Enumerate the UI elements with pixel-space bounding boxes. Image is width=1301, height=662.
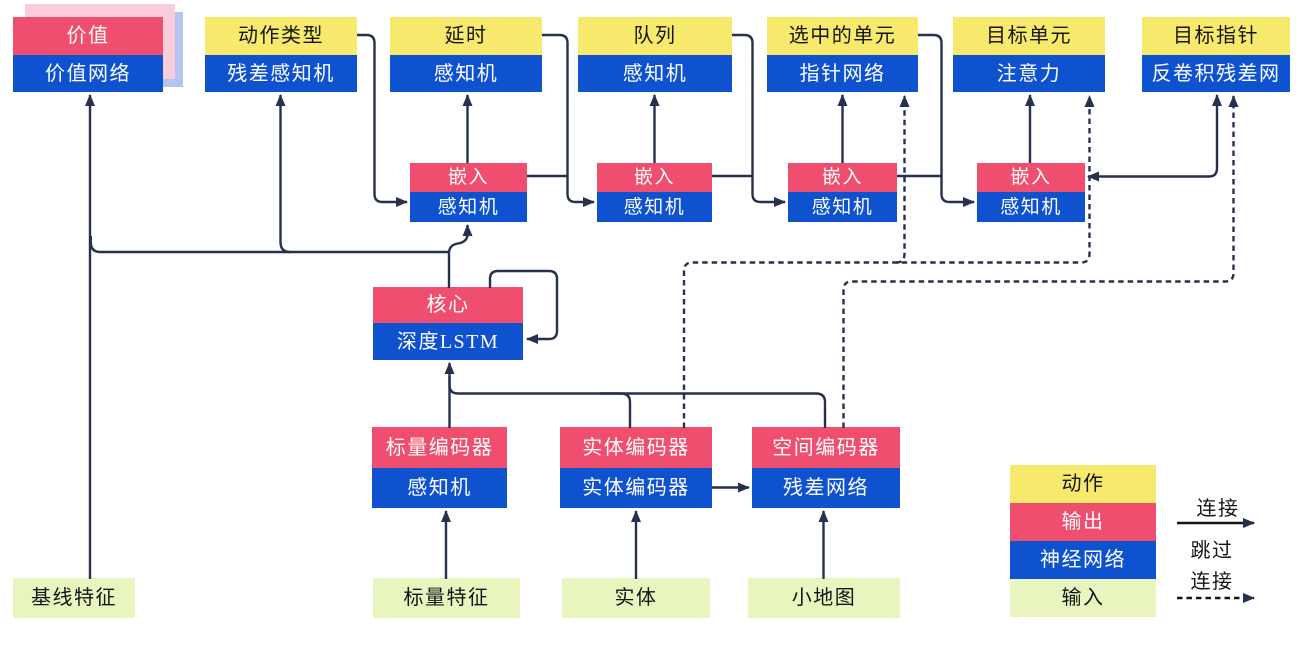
node-embed-4: 嵌入 感知机 [977,163,1085,222]
embed-2-output-label: 嵌入 [597,163,712,192]
node-scalar-features: 标量特征 [373,578,520,618]
node-entity-encoder: 实体编码器 实体编码器 [560,427,712,508]
core-network-label: 深度LSTM [373,323,523,360]
legend-connection-label: 连接 [1196,498,1240,520]
node-selected-units: 选中的单元 指针网络 [767,17,918,92]
node-core: 核心 深度LSTM [373,287,523,360]
spatial-encoder-output-label: 空间编码器 [752,427,900,468]
node-delay: 延时 感知机 [390,17,542,92]
node-spatial-encoder: 空间编码器 残差网络 [752,427,900,508]
node-baseline-features: 基线特征 [13,578,135,618]
node-target-unit: 目标单元 注意力 [953,17,1105,92]
skip-branch-to-selected-units [895,95,910,264]
node-queue: 队列 感知机 [578,17,732,92]
spatial-encoder-network-label: 残差网络 [752,468,900,508]
skip-entity-encoder-to-target-unit [682,95,1095,428]
legend-network-label: 神经网络 [1010,541,1156,579]
scalar-encoder-output-label: 标量编码器 [372,427,507,468]
edge-core-branch-left [89,236,449,254]
legend-output-label: 输出 [1010,503,1156,541]
node-minimap: 小地图 [748,578,900,618]
node-value: 价值 价值网络 [13,17,163,92]
delay-network-label: 感知机 [390,55,542,92]
minimap-label: 小地图 [748,578,900,618]
core-output-label: 核心 [373,287,523,323]
target-unit-network-label: 注意力 [953,55,1105,92]
embed-4-output-label: 嵌入 [977,163,1085,192]
node-entities: 实体 [562,578,710,618]
node-embed-2: 嵌入 感知机 [597,163,712,222]
node-scalar-encoder: 标量编码器 感知机 [372,427,507,508]
queue-network-label: 感知机 [578,55,732,92]
target-point-action-label: 目标指针 [1142,17,1290,55]
baseline-features-label: 基线特征 [13,578,135,618]
legend-input-label: 输入 [1010,579,1156,617]
entity-encoder-network-label: 实体编码器 [560,468,712,508]
entities-label: 实体 [562,578,710,618]
edge-entity-encoder-merge [600,392,632,428]
delay-action-label: 延时 [390,17,542,55]
target-unit-action-label: 目标单元 [953,17,1105,55]
action-type-action-label: 动作类型 [205,17,357,55]
edge-core-to-embed-1 [447,224,473,288]
value-output-label: 价值 [13,17,163,55]
scalar-encoder-network-label: 感知机 [372,468,507,508]
node-target-point: 目标指针 反卷积残差网 [1142,17,1290,92]
node-action-type: 动作类型 残差感知机 [205,17,357,92]
action-type-network-label: 残差感知机 [205,55,357,92]
selected-units-action-label: 选中的单元 [767,17,918,55]
legend-skip-label-line2: 连接 [1190,571,1234,593]
embed-4-network-label: 感知机 [977,192,1085,222]
value-network-label: 价值网络 [13,55,163,92]
edge-embed-4-target-point-link [1087,94,1222,182]
selected-units-network-label: 指针网络 [767,55,918,92]
edge-core-to-action-type [275,94,291,254]
legend-color-key: 动作 输出 神经网络 输入 [1010,465,1156,617]
embed-3-network-label: 感知机 [788,192,897,222]
skip-spatial-encoder-to-target-point [842,95,1239,428]
legend-action-label: 动作 [1010,465,1156,503]
node-embed-1: 嵌入 感知机 [410,163,527,222]
embed-1-network-label: 感知机 [410,192,527,222]
embed-2-network-label: 感知机 [597,192,712,222]
embed-3-output-label: 嵌入 [788,163,897,192]
embed-1-output-label: 嵌入 [410,163,527,192]
queue-action-label: 队列 [578,17,732,55]
scalar-features-label: 标量特征 [373,578,520,618]
edge-spatial-encoder-merge [448,376,827,428]
entity-encoder-output-label: 实体编码器 [560,427,712,468]
target-point-network-label: 反卷积残差网 [1142,55,1290,92]
legend-skip-label-line1: 跳过 [1190,540,1234,562]
node-embed-3: 嵌入 感知机 [788,163,897,222]
